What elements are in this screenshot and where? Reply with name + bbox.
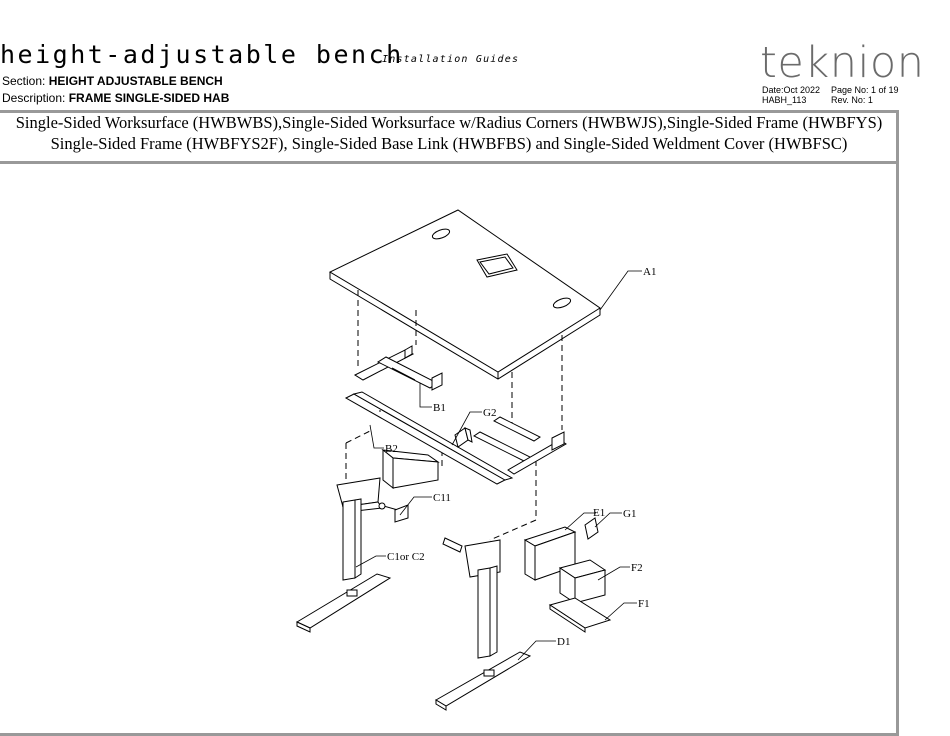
label-d1: D1 (557, 636, 570, 648)
bracket-b1 (353, 345, 443, 391)
caption-divider (0, 161, 896, 164)
document-title: height-adjustable bench (0, 40, 404, 69)
document-subtitle: Installation Guides (382, 54, 520, 65)
label-a1: A1 (643, 266, 656, 278)
description-line: Description: FRAME SINGLE-SIDED HAB (2, 91, 229, 105)
bracket-g1 (584, 517, 599, 540)
label-c11: C11 (433, 492, 451, 504)
bracket-right (473, 416, 567, 475)
base-link-b2 (344, 391, 514, 485)
caption-line-1: Single-Sided Worksurface (HWBWBS),Single… (15, 113, 883, 132)
label-b1: B1 (433, 402, 446, 414)
section-line: Section: HEIGHT ADJUSTABLE BENCH (2, 74, 223, 88)
teknion-logo: teknion (760, 38, 925, 88)
bolt-c11 (378, 502, 409, 523)
base-plate-f1 (548, 597, 612, 633)
label-f2: F2 (631, 562, 643, 574)
caption: Single-Sided Worksurface (HWBWBS),Single… (0, 112, 898, 159)
label-e1: E1 (593, 507, 605, 519)
description-label: Description: (2, 91, 66, 105)
label-g1: G1 (623, 508, 636, 520)
description-value: FRAME SINGLE-SIDED HAB (68, 91, 230, 105)
section-value: HEIGHT ADJUSTABLE BENCH (48, 74, 223, 88)
revision-number: Rev. No: 1 (831, 95, 873, 105)
page-number: Page No: 1 of 19 (831, 85, 899, 95)
doc-code: HABH_113 (762, 95, 807, 105)
cover-f2 (558, 559, 607, 604)
label-c1-c2: C1or C2 (387, 551, 425, 563)
date-text: Date:Oct 2022 (762, 85, 821, 95)
section-label: Section: (2, 74, 46, 88)
label-f1: F1 (638, 598, 650, 610)
label-b2: B2 (385, 443, 398, 455)
inner-tube (381, 448, 440, 490)
worksurface-a1 (328, 209, 601, 380)
bracket-g2 (454, 427, 473, 448)
caption-line-2: Single-Sided Frame (HWBFYS2F), Single-Si… (50, 134, 848, 153)
leg-right (435, 537, 532, 711)
leg-c1-c2 (295, 477, 392, 633)
label-g2: G2 (483, 407, 496, 419)
